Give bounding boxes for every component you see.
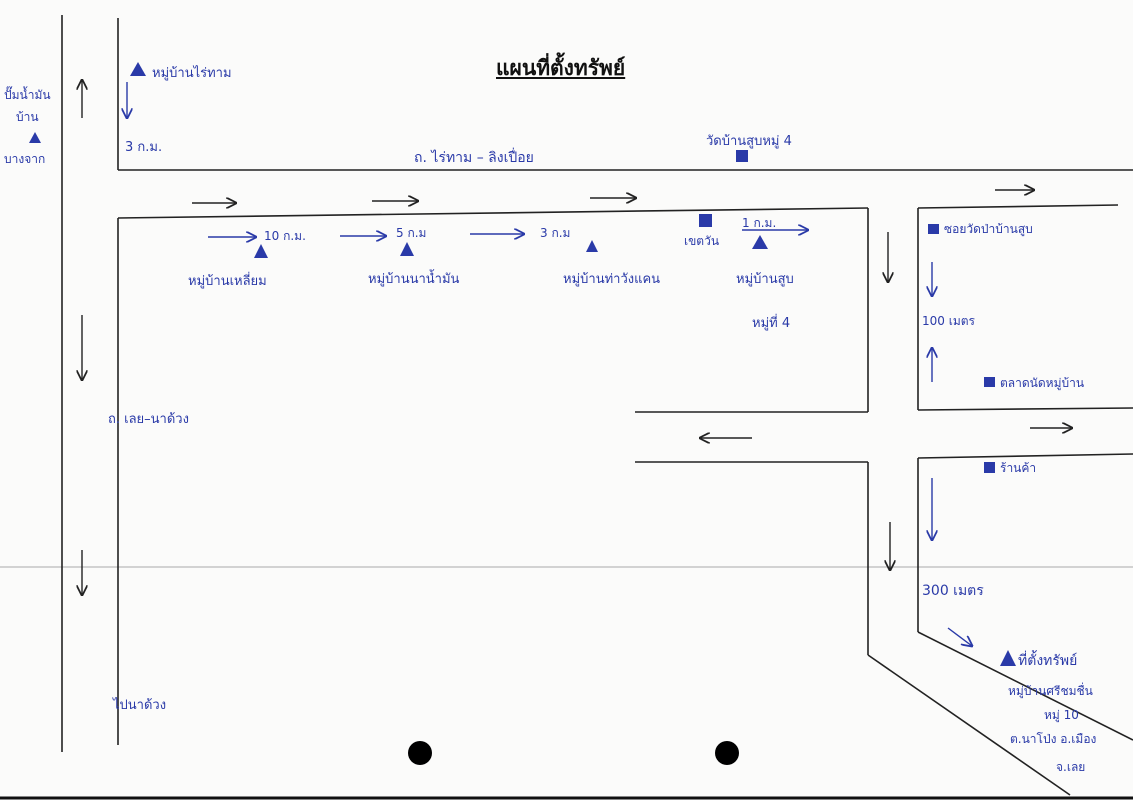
cross-road-bottom-right: [917, 453, 1133, 459]
triangle-tawang-icon: [586, 240, 598, 252]
label-dist-1km: 1 ก.ม.: [742, 216, 777, 230]
label-village-raitam: หมู่บ้านไร่ทาม: [152, 66, 232, 81]
label-dist-300m: 300 เมตร: [922, 583, 984, 599]
label-soi-wat: ซอยวัดป่าบ้านสูบ: [944, 222, 1033, 236]
soi-right-edge-a: [917, 204, 1119, 209]
label-dist-3km: 3 ก.ม: [540, 226, 571, 240]
triangle-gas-station-icon: [29, 132, 41, 143]
triangle-liam-icon: [254, 244, 268, 258]
label-bang-chak: บางจาก: [4, 152, 46, 166]
triangle-namin-icon: [400, 242, 414, 256]
label-dist-100m: 100 เมตร: [922, 314, 975, 328]
lower-road-right-diag: [917, 631, 1133, 741]
triangle-property-icon: [1000, 650, 1016, 666]
label-gas-station: ปั๊มน้ำมัน: [4, 88, 51, 102]
label-village-sup: หมู่บ้านสูบ: [736, 272, 794, 287]
map-title: แผนที่ตั้งทรัพย์: [496, 55, 626, 80]
label-village-tawang: หมู่บ้านท่าวังแคน: [563, 272, 661, 287]
lower-road-left-diag: [867, 654, 1071, 796]
label-dist-5km: 5 ก.ม: [396, 226, 427, 240]
label-village-liam: หมู่บ้านเหลี่ยม: [188, 274, 267, 289]
label-property: ที่ตั้งทรัพย์: [1018, 653, 1078, 669]
label-temple: วัดบ้านสูบหมู่ 4: [706, 134, 792, 149]
label-dist-3km-top: 3 ก.ม.: [125, 140, 163, 155]
label-road-raitam: ถ. ไร่ทาม – ลิงเปื่อย: [414, 150, 534, 166]
label-property-moo: หมู่ 10: [1044, 708, 1079, 722]
soi-right-block-bottom: [917, 407, 1133, 411]
label-school: เขตวัน: [684, 234, 720, 248]
label-property-tambon: ต.นาโป่ง อ.เมือง: [1010, 732, 1097, 746]
triangle-sup-icon: [752, 235, 768, 249]
road-raitam-bottom: [117, 207, 869, 219]
label-property-province: จ.เลย: [1056, 760, 1086, 774]
label-moo4: หมู่ที่ 4: [752, 316, 791, 331]
square-soi-wat-icon: [928, 224, 939, 234]
square-temple-icon: [736, 150, 748, 162]
square-school-icon: [699, 214, 712, 227]
label-shop: ร้านค้า: [1000, 461, 1037, 475]
label-to-nadueang: ไปนาด้วง: [113, 698, 167, 713]
label-ban: บ้าน: [16, 110, 39, 124]
punch-hole-right: [715, 741, 739, 765]
square-market-icon: [984, 377, 995, 387]
label-market: ตลาดนัดหมู่บ้าน: [1000, 376, 1085, 390]
arrow-diag-property: [947, 627, 972, 646]
label-road-loei: ถ. เลย–นาด้วง: [108, 412, 189, 427]
punch-hole-left: [408, 741, 432, 765]
square-shop-icon: [984, 462, 995, 473]
label-village-namin: หมู่บ้านนาน้ำมัน: [368, 272, 460, 287]
label-property-village: หมู่บ้านศรีชมชื่น: [1008, 684, 1093, 698]
label-dist-10km: 10 ก.ม.: [264, 229, 306, 243]
triangle-raitam-icon: [130, 62, 146, 76]
